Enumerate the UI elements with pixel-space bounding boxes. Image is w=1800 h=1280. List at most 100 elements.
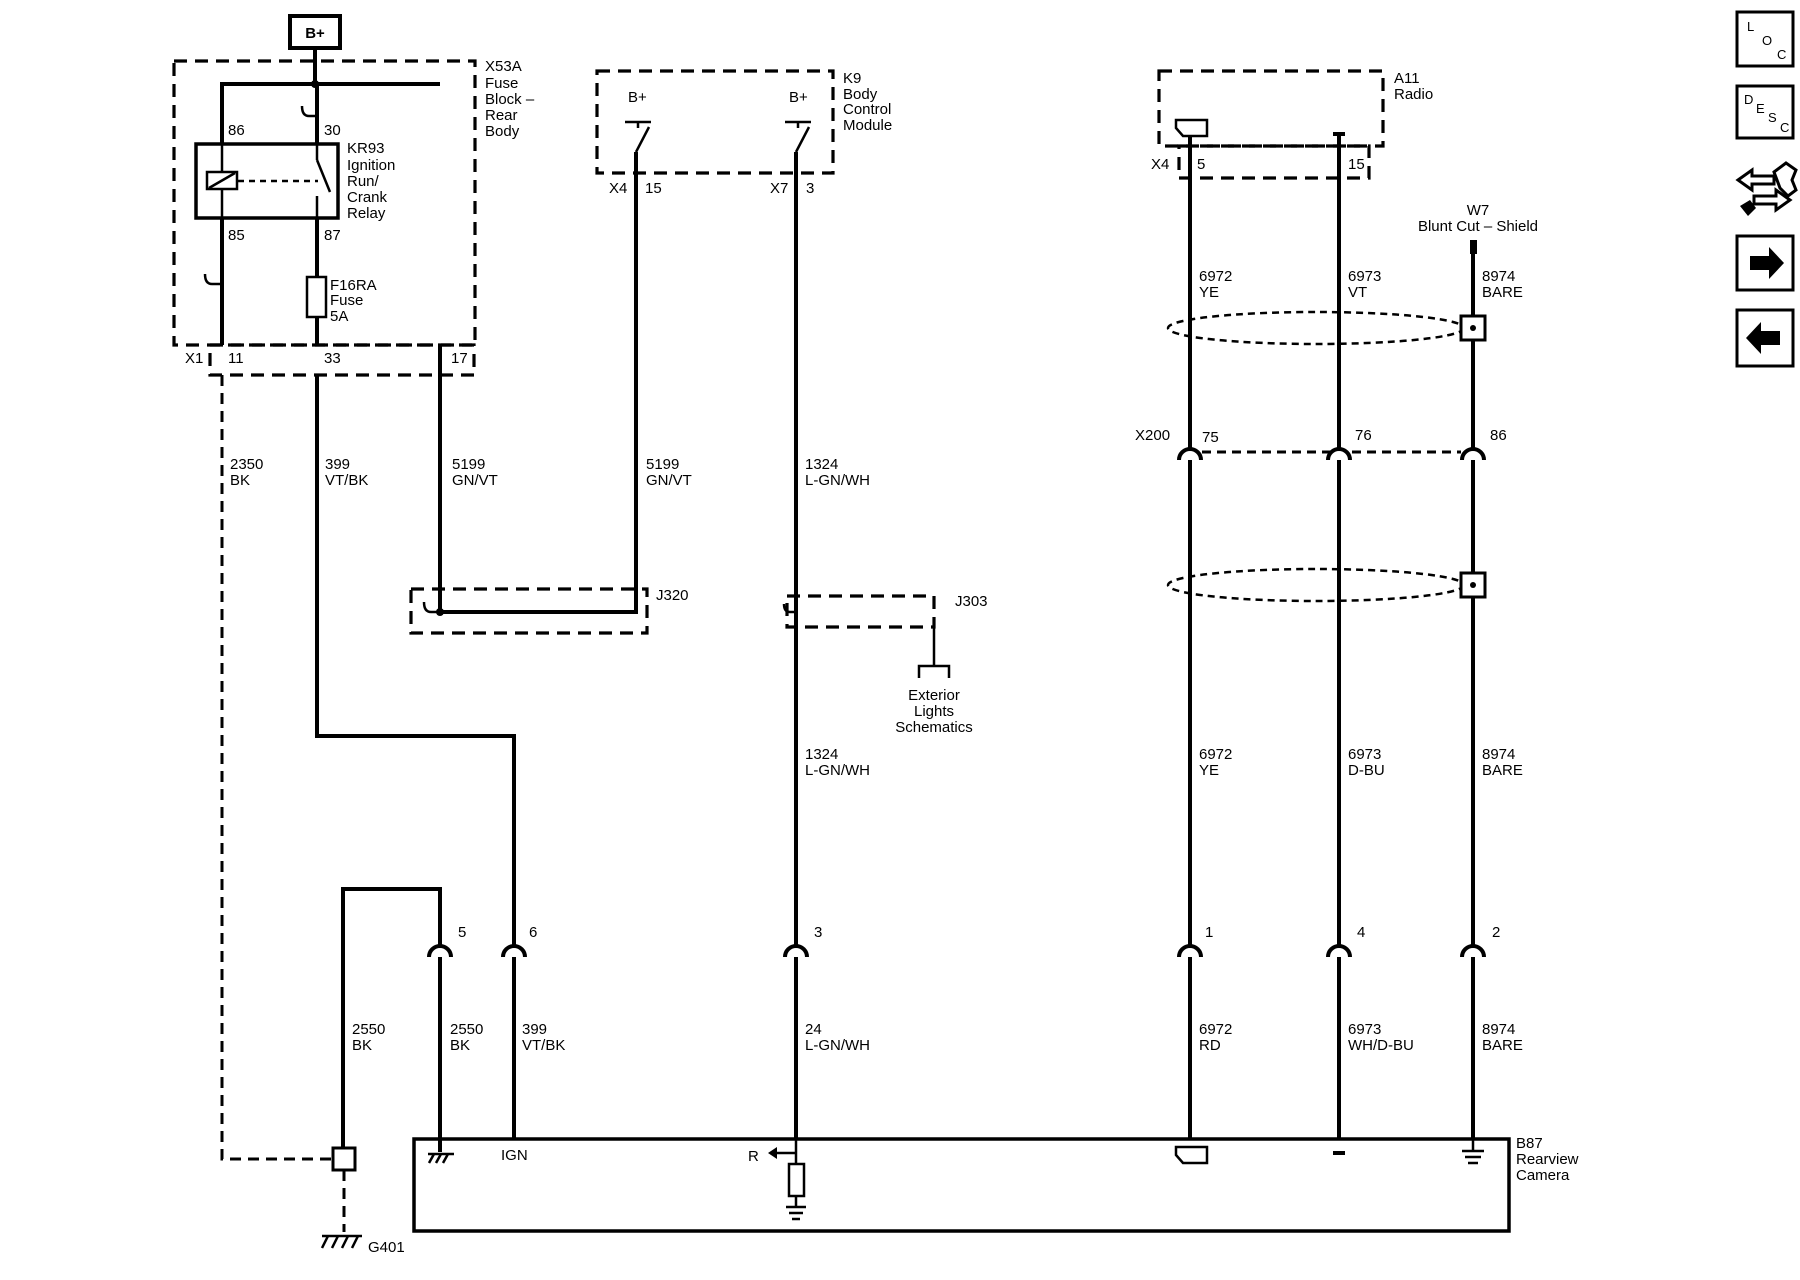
shield-oval bbox=[1166, 567, 1487, 603]
connector-pin-label: 2 bbox=[1492, 924, 1500, 941]
radio-pin-label: 5 bbox=[1197, 156, 1205, 173]
circuit-number: 8974 bbox=[1482, 1021, 1515, 1038]
next-page-button[interactable] bbox=[1735, 234, 1795, 292]
splice-label: J320 bbox=[656, 587, 689, 604]
shield-id: W7 bbox=[1467, 202, 1490, 219]
wire-label-2550-right: 2550 BK bbox=[450, 1021, 483, 1054]
camera-connector: 5 6 3 1 4 2 bbox=[427, 924, 1500, 958]
connector-pin-symbol bbox=[1326, 447, 1352, 461]
bcm-output-switch bbox=[625, 120, 651, 153]
ignition-input-label: IGN bbox=[501, 1147, 528, 1164]
reference-line: Exterior bbox=[908, 687, 960, 704]
circuit-number: 2550 bbox=[450, 1021, 483, 1038]
fuse-block: X53A Fuse Block – Rear Body X1 11 33 17 bbox=[172, 58, 535, 377]
relay-switch-contact bbox=[315, 159, 332, 193]
blunt-cut-symbol bbox=[1470, 240, 1477, 254]
inline-connector-label: X200 bbox=[1135, 427, 1170, 444]
circuit-number: 5199 bbox=[452, 456, 485, 473]
fuse-block-name-line: Fuse bbox=[485, 75, 518, 92]
location-letter: O bbox=[1762, 33, 1772, 48]
shield-oval bbox=[1166, 310, 1487, 346]
wire-label-399: 399 VT/BK bbox=[325, 456, 368, 489]
connector-pin-label: 75 bbox=[1202, 429, 1219, 446]
circuit-number: 1324 bbox=[805, 456, 838, 473]
wire-label-6972-top: 6972 YE bbox=[1199, 268, 1232, 301]
previous-page-button[interactable] bbox=[1735, 308, 1795, 368]
relay-terminal-label: 87 bbox=[324, 227, 341, 244]
connector-pin-label: 17 bbox=[451, 350, 468, 367]
reference-line: Lights bbox=[914, 703, 954, 720]
wire-color: L-GN/WH bbox=[805, 472, 870, 489]
wire-label-5199-right: 5199 GN/VT bbox=[646, 456, 692, 489]
relay-kr93: KR93 Ignition Run/ Crank Relay 86 30 85 … bbox=[194, 122, 395, 244]
connector-pin-label: 3 bbox=[814, 924, 822, 941]
location-button[interactable]: L O C bbox=[1735, 10, 1795, 68]
ground-symbol bbox=[1462, 1139, 1484, 1165]
wire-label-6972-bottom: 6972 RD bbox=[1199, 1021, 1232, 1054]
wire-label-6973-top: 6973 VT bbox=[1348, 268, 1381, 301]
wire-label-5199-left: 5199 GN/VT bbox=[452, 456, 498, 489]
circuit-number: 399 bbox=[325, 456, 350, 473]
connector-pin-label: 4 bbox=[1357, 924, 1365, 941]
connector-pin-symbol bbox=[1326, 944, 1352, 958]
rearview-camera-b87: IGN R B87 Rearview Camera bbox=[412, 1135, 1579, 1233]
video-signal-icon bbox=[1174, 118, 1209, 138]
bcm-connector-label: X4 bbox=[609, 180, 627, 197]
wire-label-1324-lower: 1324 L-GN/WH bbox=[805, 746, 870, 779]
wire-label-6973-bottom: 6973 WH/D-BU bbox=[1348, 1021, 1414, 1054]
circuit-number: 1324 bbox=[805, 746, 838, 763]
connector-pin-label: 86 bbox=[1490, 427, 1507, 444]
circuit-number: 2550 bbox=[352, 1021, 385, 1038]
wire-color: BARE bbox=[1482, 284, 1523, 301]
wire-color: BARE bbox=[1482, 1037, 1523, 1054]
body-control-module: K9 Body Control Module B+ B+ X4 15 X7 3 bbox=[595, 69, 892, 197]
connector-pin-label: 5 bbox=[458, 924, 466, 941]
bcm-output-switch bbox=[785, 120, 811, 153]
wire-label-8974-top: 8974 BARE bbox=[1482, 268, 1523, 301]
wire-color: L-GN/WH bbox=[805, 1037, 870, 1054]
wire-label-399-lower: 399 VT/BK bbox=[522, 1021, 565, 1054]
camera-id: B87 bbox=[1516, 1135, 1543, 1152]
relay-terminal-label: 85 bbox=[228, 227, 245, 244]
connector-pin-symbol bbox=[1460, 447, 1486, 461]
wire-label-6972-mid: 6972 YE bbox=[1199, 746, 1232, 779]
wire-2350-bk bbox=[220, 375, 333, 1161]
reference-connector-symbol bbox=[917, 664, 951, 678]
video-signal-icon bbox=[1174, 1145, 1209, 1165]
connector-pin-symbol bbox=[501, 944, 527, 958]
splice-outline bbox=[785, 594, 936, 629]
splice-label: J303 bbox=[955, 593, 988, 610]
signal-low-reference-symbol bbox=[1333, 1151, 1345, 1155]
circuit-number: 6973 bbox=[1348, 268, 1381, 285]
circuit-number: 5199 bbox=[646, 456, 679, 473]
bcm-id: K9 bbox=[843, 70, 861, 87]
connector-end-view-button[interactable] bbox=[1735, 161, 1798, 216]
fuse-rating: 5A bbox=[330, 308, 348, 325]
connector-pin-symbol bbox=[1177, 447, 1203, 461]
circuit-number: 8974 bbox=[1482, 268, 1515, 285]
wire-label-6973-mid: 6973 D-BU bbox=[1348, 746, 1385, 779]
shield-name: Blunt Cut – Shield bbox=[1418, 218, 1538, 235]
wire-color: BARE bbox=[1482, 762, 1523, 779]
circuit-number: 2350 bbox=[230, 456, 263, 473]
relay-name-line: Ignition bbox=[347, 157, 395, 174]
fuse-block-connector-x1 bbox=[208, 343, 476, 377]
splice-j320: J320 bbox=[409, 587, 689, 635]
ground-symbol bbox=[786, 1205, 806, 1221]
circuit-number: 24 bbox=[805, 1021, 822, 1038]
fuse-block-name-line: Body bbox=[485, 123, 520, 140]
fuse-block-name-line: Rear bbox=[485, 107, 518, 124]
radio-connector-label: X4 bbox=[1151, 156, 1169, 173]
bcm-outline bbox=[595, 69, 835, 175]
wire-label-1324-upper: 1324 L-GN/WH bbox=[805, 456, 870, 489]
internal-bus-wire bbox=[220, 82, 440, 143]
connector-pin-label: 76 bbox=[1355, 427, 1372, 444]
bcm-pin-label: 3 bbox=[806, 180, 814, 197]
wire-color: D-BU bbox=[1348, 762, 1385, 779]
wire-color: BK bbox=[352, 1037, 372, 1054]
connector-pin-label: 33 bbox=[324, 350, 341, 367]
previous-arrow-icon bbox=[1746, 322, 1780, 354]
wire-5199-gn-vt bbox=[438, 152, 638, 614]
description-button[interactable]: D E S C bbox=[1735, 84, 1795, 140]
supply-label: B+ bbox=[305, 25, 325, 42]
